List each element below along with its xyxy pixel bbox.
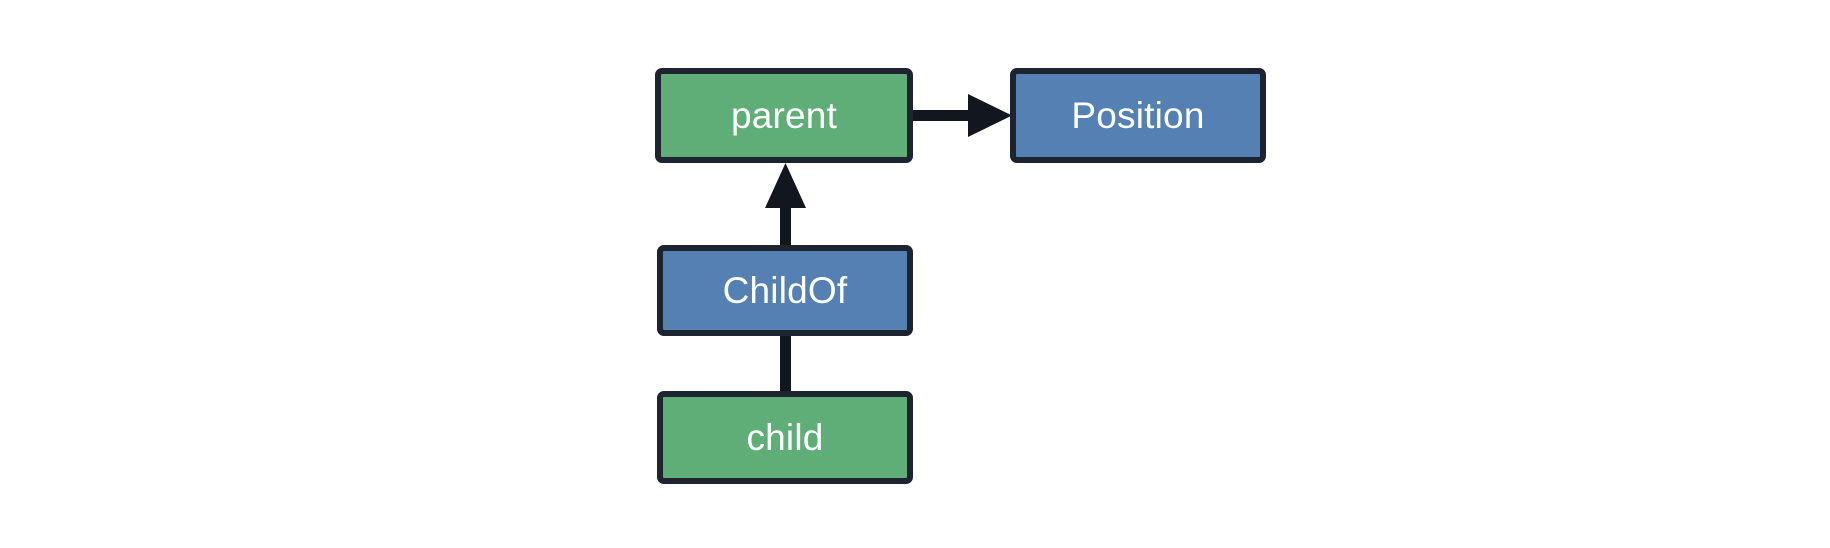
edge-childof-to-parent: [765, 163, 806, 248]
node-parent[interactable]: parent: [655, 68, 913, 163]
node-position[interactable]: Position: [1010, 68, 1266, 163]
edge-child-to-childof: [780, 333, 791, 393]
node-position-label: Position: [1071, 95, 1205, 136]
node-childof-label: ChildOf: [722, 270, 848, 311]
node-child-label: child: [746, 417, 824, 458]
edge-parent-to-position: [910, 94, 1012, 137]
node-child[interactable]: child: [657, 391, 913, 484]
node-childof[interactable]: ChildOf: [657, 245, 913, 336]
node-parent-label: parent: [730, 95, 838, 136]
